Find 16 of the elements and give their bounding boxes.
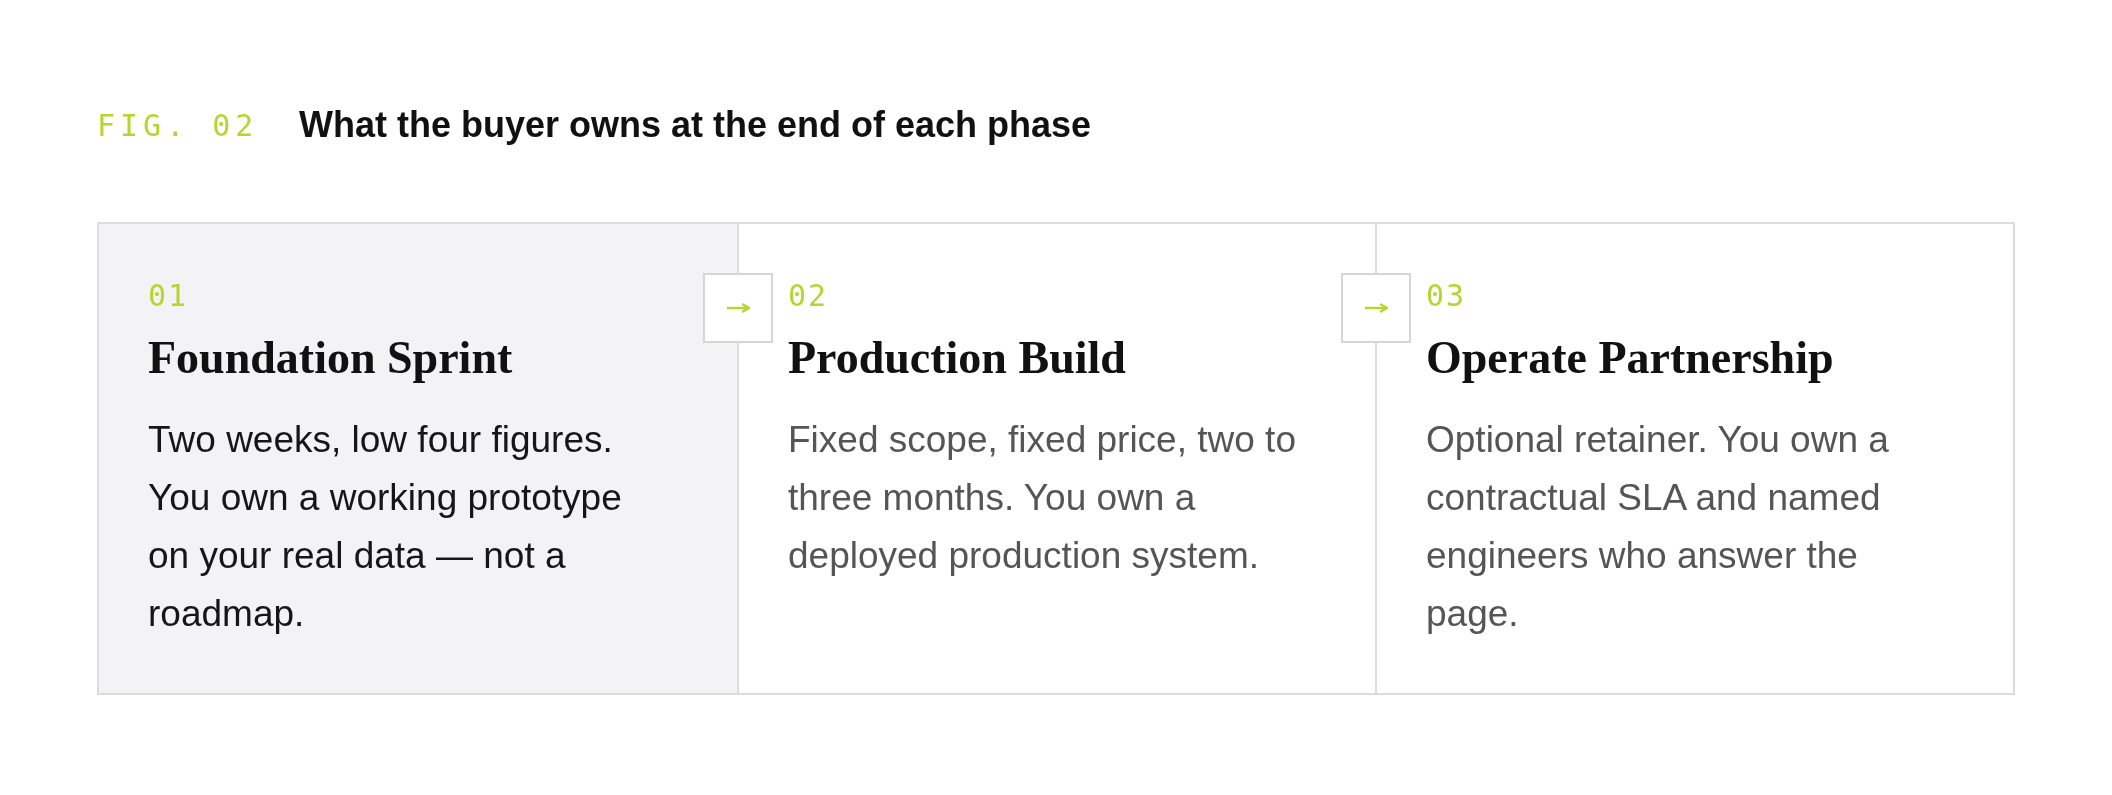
phase-title: Foundation Sprint xyxy=(148,332,513,383)
figure-title: What the buyer owns at the end of each phase xyxy=(299,104,1092,146)
phase-panel xyxy=(737,222,1377,695)
phase-title: Operate Partnership xyxy=(1426,332,1834,383)
step-number: 01 xyxy=(148,281,189,311)
step-number: 02 xyxy=(788,281,829,311)
phase-panel xyxy=(1375,222,2015,695)
phase-description: Fixed scope, fixed price, two to three months. You own a deployed production system. xyxy=(788,418,1297,578)
arrow xyxy=(1365,303,1389,313)
phase-description: Two weeks, low four figures. You own a working prototype on your real data — not a roadmap. xyxy=(148,418,623,636)
phase-description: Optional retainer. You own a contractual SLA and named engineers who answer the page. xyxy=(1426,418,1890,636)
phase-title: Production Build xyxy=(788,332,1126,383)
arrow xyxy=(727,303,751,313)
figure-number: FIG. 02 xyxy=(97,108,259,144)
phase-panel xyxy=(97,222,739,695)
step-number: 03 xyxy=(1426,281,1467,311)
